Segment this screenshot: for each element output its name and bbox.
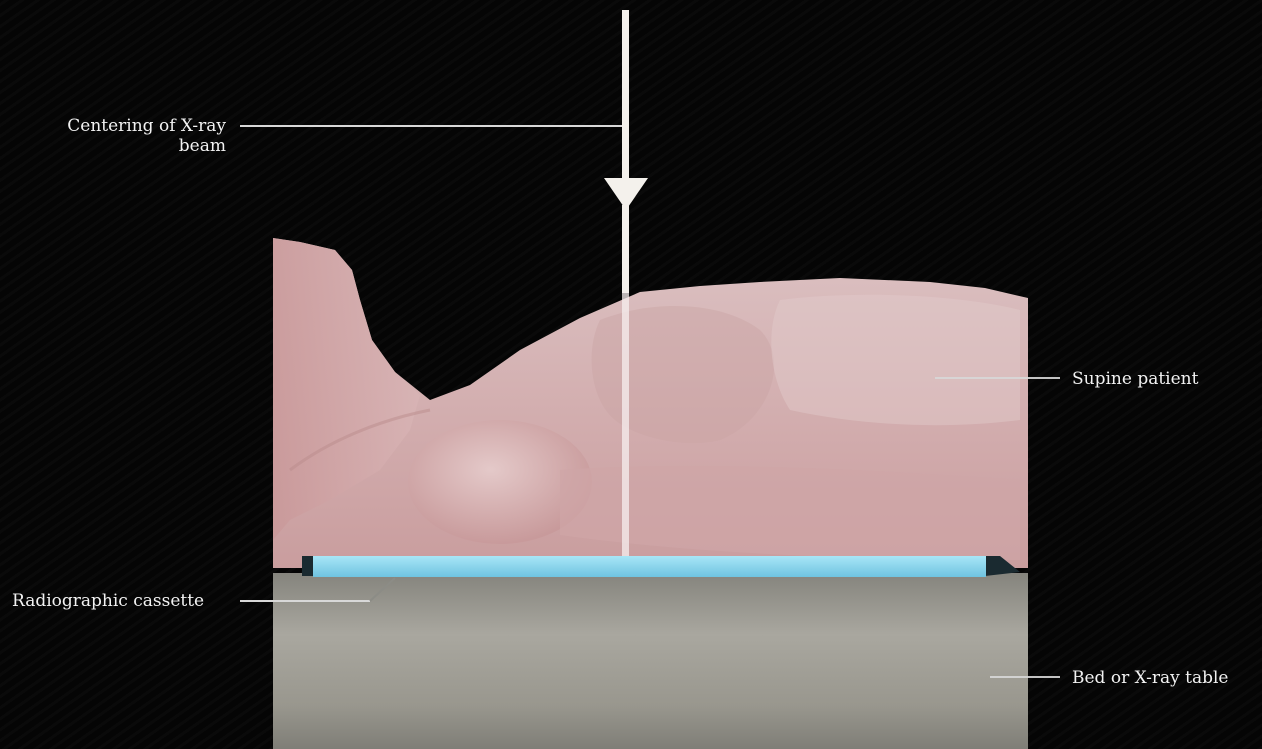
beam-centering-label: Centering of X-ray beam	[67, 116, 226, 156]
patient-label: Supine patient	[1072, 369, 1198, 389]
cassette-label: Radiographic cassette	[12, 591, 204, 611]
supine-patient	[273, 238, 1028, 568]
beam-label-line-1: Centering of X-ray	[67, 116, 226, 136]
radiographic-cassette	[302, 556, 1020, 577]
beam-label-line-2: beam	[67, 136, 226, 156]
bed-label: Bed or X-ray table	[1072, 668, 1228, 688]
xray-table	[273, 573, 1028, 749]
